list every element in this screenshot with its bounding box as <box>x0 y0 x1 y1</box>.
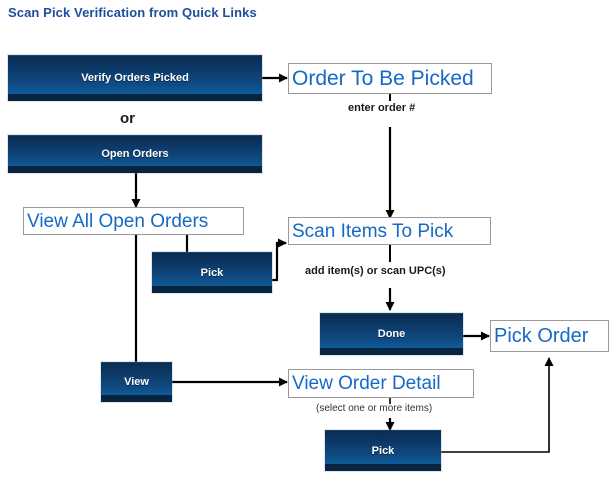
screen-label: Pick Order <box>494 325 589 347</box>
screen-label: Order To Be Picked <box>292 67 474 90</box>
page-title: Scan Pick Verification from Quick Links <box>8 5 257 20</box>
screen-order-to-be-picked[interactable]: Order To Be Picked <box>288 63 492 94</box>
caption-enter-order-number: enter order # <box>348 102 416 114</box>
caption-or: or <box>120 110 135 127</box>
button-pick-from-open-list[interactable]: Pick <box>152 252 272 293</box>
button-done[interactable]: Done <box>320 313 463 355</box>
button-open-orders[interactable]: Open Orders <box>8 135 262 173</box>
screen-view-all-open-orders[interactable]: View All Open Orders <box>23 207 244 235</box>
screen-label: Scan Items To Pick <box>292 220 454 242</box>
wire-pick-to-scan <box>272 238 287 282</box>
button-label: View <box>124 376 149 388</box>
button-view[interactable]: View <box>101 362 172 402</box>
screen-scan-items-to-pick[interactable]: Scan Items To Pick <box>288 217 491 245</box>
button-pick-from-detail[interactable]: Pick <box>325 430 441 471</box>
button-label: Pick <box>200 266 224 279</box>
screen-label: View All Open Orders <box>27 210 209 232</box>
screen-pick-order[interactable]: Pick Order <box>490 320 609 352</box>
button-label: Open Orders <box>101 148 169 160</box>
button-label: Verify Orders Picked <box>81 72 189 84</box>
screen-label: View Order Detail <box>292 373 441 394</box>
screen-view-order-detail[interactable]: View Order Detail <box>288 369 474 398</box>
button-label: Pick <box>371 444 395 457</box>
caption-add-items-or-scan-upcs: add item(s) or scan UPC(s) <box>305 265 446 277</box>
button-label: Done <box>377 328 406 340</box>
caption-select-one-or-more-items: (select one or more items) <box>316 403 433 414</box>
button-verify-orders-picked[interactable]: Verify Orders Picked <box>8 55 262 101</box>
